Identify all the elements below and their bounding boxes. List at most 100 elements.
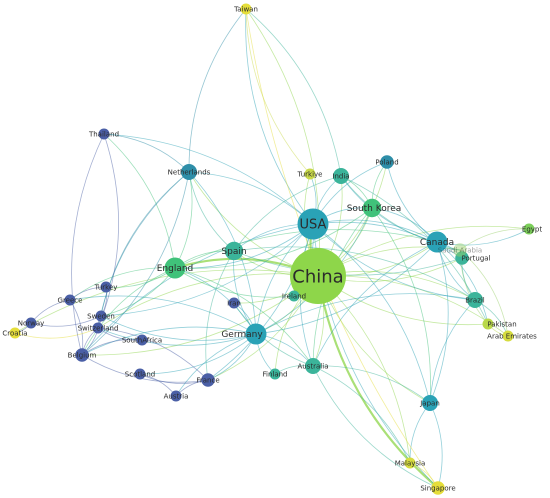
node-finland[interactable] — [269, 368, 281, 380]
node-label-egypt: Egypt — [522, 225, 542, 233]
edge-south-korea-japan — [371, 207, 431, 404]
node-egypt[interactable] — [523, 223, 535, 235]
edge-netherlands-thailand — [103, 133, 190, 173]
node-thailand[interactable] — [98, 128, 110, 140]
edge-germany-belgium — [81, 326, 257, 356]
node-netherlands[interactable] — [181, 164, 197, 180]
node-france[interactable] — [201, 373, 215, 387]
edge-usa-taiwan — [245, 8, 314, 225]
node-label-south-korea: South Korea — [347, 204, 402, 214]
edge-spain-portugal — [233, 250, 463, 276]
edge-australia-japan — [312, 365, 431, 404]
node-label-south-africa: SouthAfrica — [122, 336, 162, 344]
node-iran[interactable] — [228, 297, 240, 309]
node-sweden[interactable] — [95, 310, 107, 322]
edge-netherlands-taiwan — [188, 8, 247, 173]
node-label-china: China — [292, 266, 343, 287]
node-singapore[interactable] — [431, 481, 445, 495]
node-scotland[interactable] — [134, 368, 146, 380]
node-label-thailand: Thailand — [88, 130, 119, 138]
node-taiwan[interactable] — [240, 3, 252, 15]
edge-germany-england — [174, 267, 257, 335]
edge-england-south-korea — [174, 207, 373, 269]
edge-canada-japan — [429, 241, 449, 404]
node-portugal[interactable] — [455, 251, 469, 265]
node-norway[interactable] — [25, 317, 37, 329]
edge-england-australia — [174, 267, 314, 367]
edge-china-singapore — [316, 275, 439, 489]
node-greece[interactable] — [64, 294, 76, 306]
edge-japan-singapore — [429, 402, 443, 489]
node-label-germany: Germany — [221, 330, 263, 340]
node-arab-emirates[interactable] — [502, 330, 514, 342]
node-label-greece: Greece — [58, 296, 83, 304]
edge-usa-japan — [312, 223, 431, 404]
edge-germany-brazil — [255, 293, 476, 335]
node-china[interactable] — [290, 248, 346, 304]
node-brazil[interactable] — [467, 292, 483, 308]
node-poland[interactable] — [380, 155, 394, 169]
node-label-pakistan: Pakistan — [487, 320, 516, 328]
node-label-india: India — [332, 172, 349, 180]
edge-germany-sweden — [100, 315, 257, 341]
node-label-scotland: Scotland — [125, 370, 155, 378]
edge-australia-singapore — [312, 365, 439, 489]
node-belgium[interactable] — [75, 348, 89, 362]
node-label-austria: Austria — [164, 392, 189, 400]
node-australia[interactable] — [305, 358, 321, 374]
node-label-poland: Poland — [375, 158, 398, 166]
node-label-malaysia: Malaysia — [395, 459, 426, 467]
node-india[interactable] — [333, 168, 349, 184]
node-canada[interactable] — [426, 231, 448, 253]
edge-usa-england — [174, 223, 314, 269]
edge-thailand-belgium — [71, 133, 105, 356]
edge-turkiye-taiwan — [245, 8, 311, 175]
node-ireland[interactable] — [288, 290, 300, 302]
node-label-sweden: Sweden — [87, 312, 115, 320]
node-germany[interactable] — [245, 323, 267, 345]
node-spain[interactable] — [224, 241, 244, 261]
node-saudi-arabia[interactable] — [453, 243, 467, 257]
node-label-england: England — [157, 264, 194, 274]
edge-thailand-switzerland — [97, 133, 119, 329]
node-malaysia[interactable] — [404, 457, 416, 469]
node-croatia[interactable] — [9, 327, 21, 339]
edge-spain-india — [233, 175, 342, 252]
node-label-australia: Australia — [298, 362, 329, 370]
edge-usa-netherlands — [188, 171, 314, 225]
node-label-netherlands: Netherlands — [168, 168, 211, 176]
node-label-taiwan: Taiwan — [233, 5, 258, 13]
edge-usa-thailand — [103, 133, 314, 225]
edge-england-thailand — [103, 133, 176, 269]
node-japan[interactable] — [422, 395, 438, 411]
edge-netherlands-switzerland — [97, 171, 190, 329]
node-usa[interactable] — [297, 208, 329, 240]
node-switzerland[interactable] — [92, 322, 104, 334]
node-austria[interactable] — [170, 390, 182, 402]
edge-canada-pakistan — [436, 241, 489, 325]
node-south-korea[interactable] — [362, 198, 382, 218]
edge-germany-canada — [255, 241, 438, 335]
node-label-singapore: Singapore — [420, 484, 455, 492]
edge-germany-austria — [175, 333, 257, 397]
edge-canada-india — [340, 175, 438, 243]
node-pakistan[interactable] — [482, 318, 494, 330]
node-south-africa[interactable] — [136, 334, 148, 346]
edge-germany-greece — [69, 295, 257, 335]
node-label-usa: USA — [300, 218, 327, 233]
node-label-norway: Norway — [18, 319, 45, 327]
edge-india-taiwan — [245, 8, 342, 177]
edge-england-netherlands — [174, 171, 193, 269]
edge-france-switzerland — [97, 327, 209, 381]
edge-japan-malaysia — [409, 402, 431, 464]
edge-germany-scotland — [139, 333, 257, 375]
edge-saudi-arabia-egypt — [459, 228, 530, 251]
node-england[interactable] — [164, 257, 186, 279]
edge-france-belgium — [81, 354, 209, 383]
edge-ireland-england — [174, 267, 295, 298]
node-turkey[interactable] — [100, 281, 112, 293]
node-turkiye[interactable] — [304, 168, 316, 180]
